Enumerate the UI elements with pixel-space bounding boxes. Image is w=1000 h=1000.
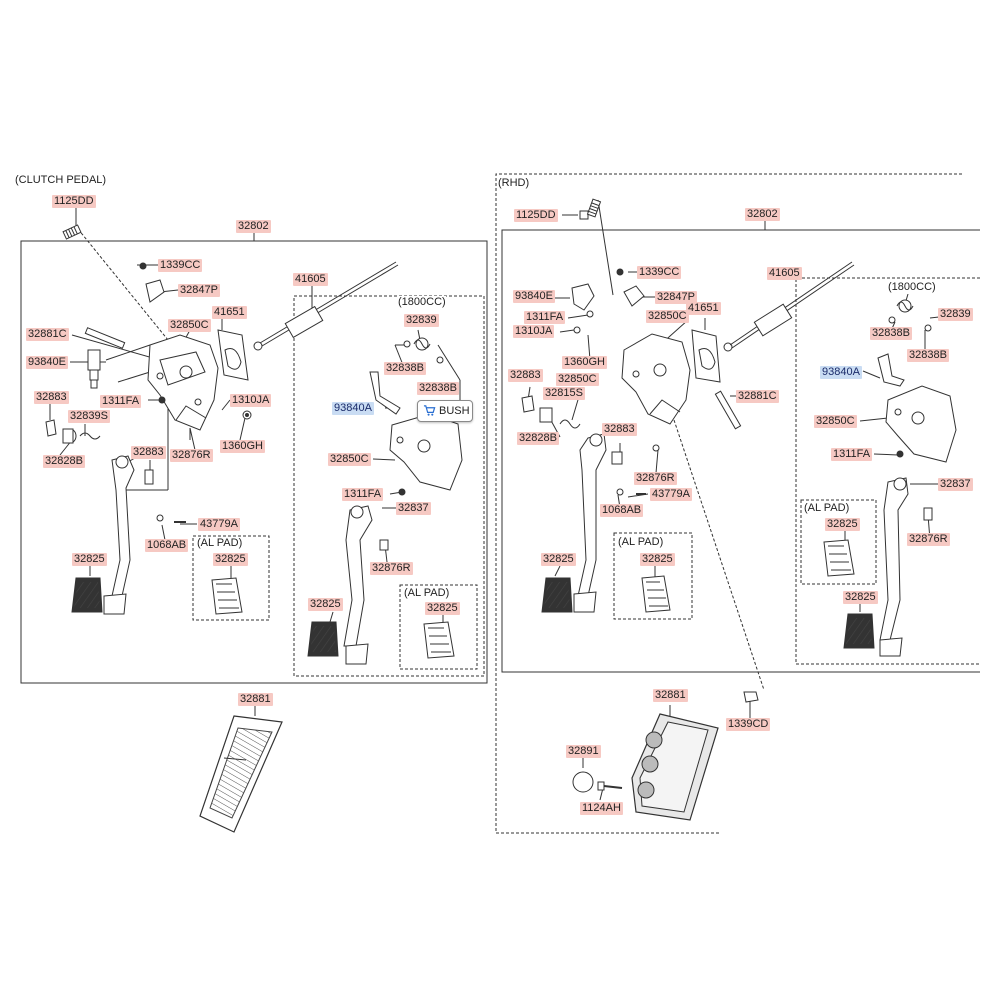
part-label[interactable]: 93840E <box>26 356 68 369</box>
part-label[interactable]: 32825 <box>541 553 576 566</box>
part-label[interactable]: 32881 <box>653 689 688 702</box>
rhd-alpad-box-1 <box>613 532 693 620</box>
part-label[interactable]: 32802 <box>236 220 271 233</box>
left-1800cc-box <box>293 295 485 677</box>
part-label[interactable]: 32837 <box>396 502 431 515</box>
part-label[interactable]: 32881C <box>736 390 779 403</box>
rhd-alpad-box-2 <box>800 499 877 585</box>
part-label[interactable]: 43779A <box>650 488 692 501</box>
part-label[interactable]: 1068AB <box>145 539 189 552</box>
part-label[interactable]: 1311FA <box>100 395 142 408</box>
left-leader-lines <box>49 208 461 716</box>
left-alpad-box-2 <box>399 584 478 670</box>
rhd-assembly-box <box>501 229 980 673</box>
section-title-alpad-1: (AL PAD) <box>197 537 243 550</box>
part-label[interactable]: 1311FA <box>831 448 873 461</box>
part-label[interactable]: 1339CC <box>158 259 203 272</box>
rhd-outer-box <box>495 173 962 834</box>
part-label[interactable]: 32850C <box>814 415 857 428</box>
part-label[interactable]: 1339CC <box>637 266 682 279</box>
part-label[interactable]: 1339CD <box>726 718 771 731</box>
part-label[interactable]: 1124AH <box>580 802 623 815</box>
part-label[interactable]: 32838B <box>907 349 949 362</box>
part-label[interactable]: 1125DD <box>52 195 96 208</box>
part-label[interactable]: 32847P <box>655 291 697 304</box>
bush-tooltip-label: BUSH <box>439 405 470 417</box>
part-label[interactable]: 32825 <box>72 553 107 566</box>
part-label[interactable]: 32850C <box>556 373 599 386</box>
part-label[interactable]: 32825 <box>640 553 675 566</box>
part-label[interactable]: 32815S <box>543 387 585 400</box>
part-label[interactable]: 32839S <box>68 410 110 423</box>
part-label[interactable]: 32883 <box>131 446 166 459</box>
part-label[interactable]: 32881C <box>26 328 69 341</box>
bush-tooltip-button[interactable]: BUSH <box>417 400 473 422</box>
part-label[interactable]: 41605 <box>767 267 802 280</box>
part-label[interactable]: 1125DD <box>514 209 558 222</box>
part-label[interactable]: 32839 <box>404 314 439 327</box>
part-label[interactable]: 1311FA <box>524 311 566 324</box>
rhd-parts <box>521 198 957 821</box>
section-title-alpad-3: (AL PAD) <box>618 536 664 549</box>
part-label[interactable]: 32838B <box>417 382 459 395</box>
part-label[interactable]: 32825 <box>308 598 343 611</box>
cart-icon <box>423 405 436 416</box>
part-label[interactable]: 32837 <box>938 478 973 491</box>
part-label[interactable]: 32876R <box>907 533 950 546</box>
part-label[interactable]: 32825 <box>825 518 860 531</box>
section-title-alpad-2: (AL PAD) <box>404 587 450 600</box>
rhd-1800cc-box <box>795 277 980 665</box>
part-label[interactable]: 32838B <box>384 362 426 375</box>
part-label[interactable]: 41605 <box>293 273 328 286</box>
part-label[interactable]: 32839 <box>938 308 973 321</box>
part-label[interactable]: 32850C <box>646 310 689 323</box>
part-label[interactable]: 41651 <box>686 302 721 315</box>
part-label[interactable]: 32876R <box>170 449 213 462</box>
section-title-1800cc-left: (1800CC) <box>398 296 446 309</box>
part-label[interactable]: 32876R <box>634 472 677 485</box>
section-title-alpad-4: (AL PAD) <box>804 502 850 515</box>
part-label[interactable]: 32883 <box>602 423 637 436</box>
part-label-highlighted[interactable]: 93840A <box>332 402 374 415</box>
part-label[interactable]: 32850C <box>168 319 211 332</box>
left-parts <box>45 224 463 833</box>
part-label[interactable]: 32891 <box>566 745 601 758</box>
part-label[interactable]: 32825 <box>213 553 248 566</box>
part-label[interactable]: 32883 <box>34 391 69 404</box>
part-label[interactable]: 32828B <box>43 455 85 468</box>
section-title-rhd: (RHD) <box>498 177 530 190</box>
part-label[interactable]: 1360GH <box>562 356 607 369</box>
part-label[interactable]: 1311FA <box>342 488 384 501</box>
section-title-1800cc-right: (1800CC) <box>888 281 936 294</box>
part-label[interactable]: 41651 <box>212 306 247 319</box>
part-label[interactable]: 32847P <box>178 284 220 297</box>
part-label[interactable]: 32828B <box>517 432 559 445</box>
part-label-highlighted[interactable]: 93840A <box>820 366 862 379</box>
part-label[interactable]: 32838B <box>870 327 912 340</box>
part-label[interactable]: 1360GH <box>220 440 265 453</box>
part-label[interactable]: 32802 <box>745 208 780 221</box>
part-label[interactable]: 32825 <box>425 602 460 615</box>
part-label[interactable]: 32850C <box>328 453 371 466</box>
part-label[interactable]: 93840E <box>513 290 555 303</box>
part-label[interactable]: 1310JA <box>230 394 272 407</box>
part-label[interactable]: 1068AB <box>600 504 644 517</box>
part-label[interactable]: 32825 <box>843 591 878 604</box>
part-label[interactable]: 43779A <box>198 518 240 531</box>
left-alpad-box-1 <box>192 535 270 621</box>
section-title-clutch-pedal: (CLUTCH PEDAL) <box>15 174 107 187</box>
part-label[interactable]: 32883 <box>508 369 543 382</box>
part-label[interactable]: 1310JA <box>513 325 555 338</box>
part-label[interactable]: 32876R <box>370 562 413 575</box>
part-label[interactable]: 32881 <box>238 693 273 706</box>
